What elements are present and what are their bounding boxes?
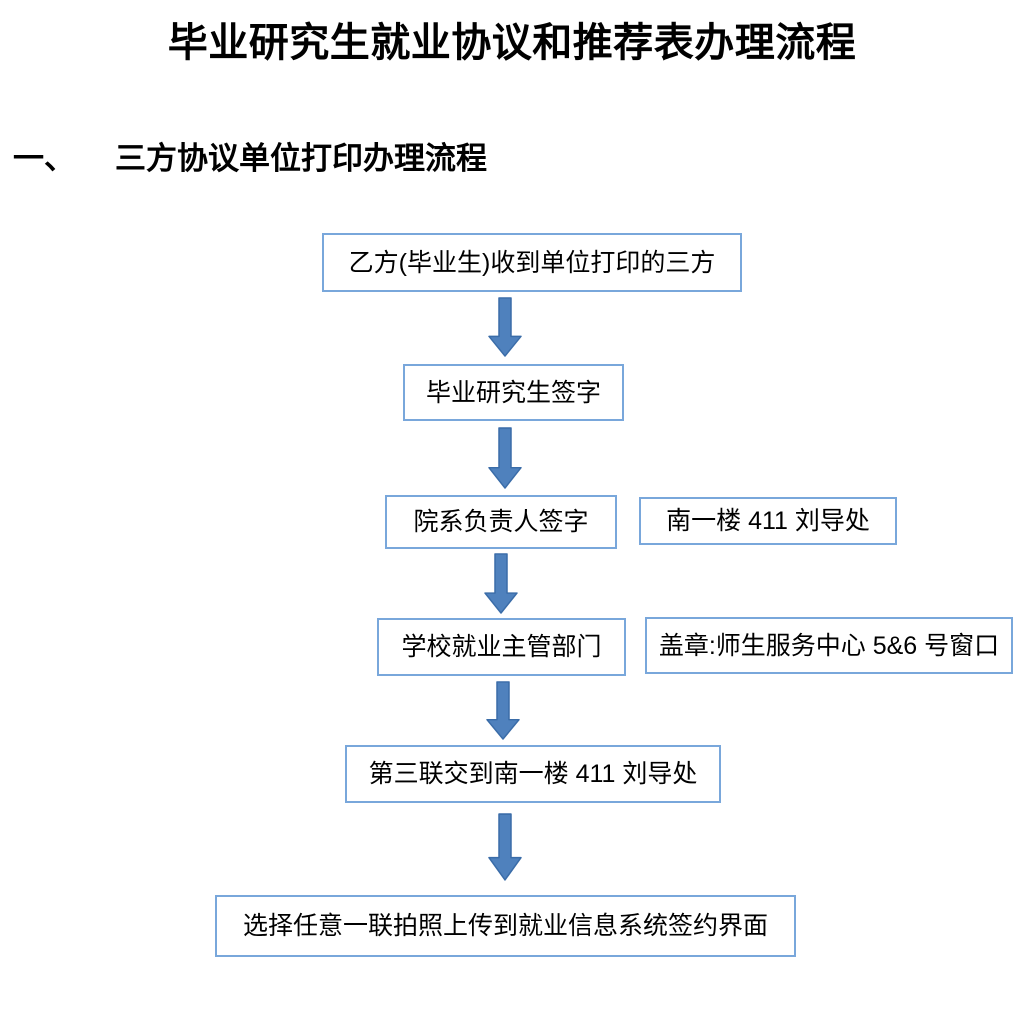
section-title: 三方协议单位打印办理流程	[115, 141, 487, 176]
down-arrow-icon	[488, 427, 522, 489]
down-arrow-icon	[488, 297, 522, 357]
page-title: 毕业研究生就业协议和推荐表办理流程	[167, 21, 857, 65]
flow-step-deliver-third-copy: 第三联交到南一楼 411 刘导处	[345, 745, 721, 803]
down-arrow-icon	[486, 681, 520, 740]
flow-step-upload-photo: 选择任意一联拍照上传到就业信息系统签约界面	[215, 895, 796, 957]
flow-step-graduate-sign: 毕业研究生签字	[403, 364, 624, 421]
down-arrow-icon	[484, 553, 518, 614]
flow-note-stamp-window: 盖章:师生服务中心 5&6 号窗口	[645, 617, 1013, 674]
flow-step-department-sign: 院系负责人签字	[385, 495, 617, 549]
down-arrow-icon	[488, 813, 522, 881]
section-number: 一、	[13, 141, 75, 176]
flow-step-received-agreement: 乙方(毕业生)收到单位打印的三方	[322, 233, 742, 292]
flow-step-school-employment-dept: 学校就业主管部门	[377, 618, 626, 676]
flow-note-department-location: 南一楼 411 刘导处	[639, 497, 897, 545]
section-heading: 一、 三方协议单位打印办理流程	[13, 133, 487, 178]
